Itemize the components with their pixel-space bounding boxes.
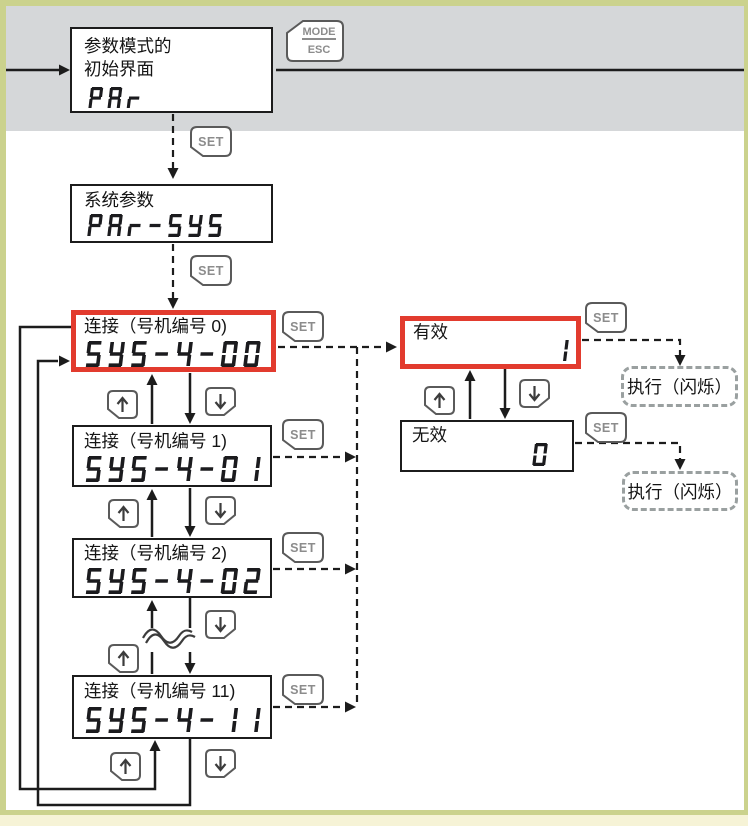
- screen-conn-11-label: 连接（号机编号 11): [84, 681, 236, 701]
- set-key[interactable]: SET: [282, 311, 324, 342]
- seven-segment-display: [551, 338, 578, 369]
- svg-text:SET: SET: [593, 311, 619, 325]
- up-key[interactable]: [110, 752, 141, 781]
- screen-valid-label: 有效: [413, 322, 448, 342]
- seven-segment-display: [83, 340, 270, 374]
- mode-esc-key-shape: [286, 20, 344, 62]
- seven-segment-display: [530, 442, 557, 473]
- set-key[interactable]: SET: [585, 412, 627, 443]
- arrowheads: [59, 64, 686, 751]
- svg-text:SET: SET: [290, 541, 316, 555]
- frame-top: [0, 0, 748, 6]
- seven-segment-display: [83, 567, 270, 601]
- screen-invalid: 无效: [400, 420, 574, 472]
- svg-text:SET: SET: [198, 264, 224, 278]
- screen-exec-valid-label: 执行（闪烁）: [627, 377, 732, 397]
- screen-exec-invalid: 执行（闪烁）: [622, 471, 738, 511]
- frame-right: [744, 0, 748, 815]
- down-key[interactable]: [205, 387, 236, 416]
- screen-conn-11: 连接（号机编号 11): [72, 675, 272, 739]
- screen-invalid-label: 无效: [412, 425, 447, 445]
- wire-set-valid: [582, 338, 682, 357]
- set-key[interactable]: SET: [190, 255, 232, 286]
- screen-valid-selected: 有效: [400, 316, 581, 369]
- screen-initial-label-line2: 初始界面: [84, 59, 154, 79]
- svg-text:SET: SET: [290, 683, 316, 697]
- set-key[interactable]: SET: [282, 674, 324, 705]
- wire-loop-down-inner: [36, 359, 192, 807]
- svg-text:SET: SET: [198, 135, 224, 149]
- up-key[interactable]: [424, 386, 455, 415]
- down-key[interactable]: [519, 379, 550, 408]
- screen-initial-label-line1: 参数模式的: [84, 36, 172, 56]
- up-key[interactable]: [108, 644, 139, 673]
- screen-conn-2: 连接（号机编号 2): [72, 538, 272, 598]
- set-key[interactable]: SET: [190, 126, 232, 157]
- esc-key-label: ESC: [308, 44, 331, 56]
- screen-conn-2-label: 连接（号机编号 2): [84, 543, 227, 563]
- screen-initial: 参数模式的 初始界面: [70, 27, 273, 113]
- screen-conn-1: 连接（号机编号 1): [72, 425, 272, 487]
- screen-conn-1-label: 连接（号机编号 1): [84, 431, 227, 451]
- svg-text:SET: SET: [290, 428, 316, 442]
- seven-segment-display: [83, 455, 270, 489]
- frame-bottom-pale: [0, 815, 748, 826]
- mode-esc-key[interactable]: MODE ESC: [286, 20, 344, 62]
- wire-set-invalid: [575, 441, 682, 461]
- svg-text:SET: SET: [593, 421, 619, 435]
- set-key[interactable]: SET: [585, 302, 627, 333]
- screen-system-label: 系统参数: [84, 190, 154, 210]
- set-key[interactable]: SET: [282, 532, 324, 563]
- down-key[interactable]: [205, 749, 236, 778]
- screen-exec-invalid-label: 执行（闪烁）: [627, 481, 733, 502]
- screen-exec-valid: 执行（闪烁）: [621, 366, 738, 407]
- set-key[interactable]: SET: [282, 419, 324, 450]
- svg-text:SET: SET: [290, 320, 316, 334]
- seven-segment-display: [86, 86, 150, 116]
- down-key[interactable]: [205, 496, 236, 525]
- seven-segment-display: [85, 213, 232, 244]
- up-key[interactable]: [107, 390, 138, 419]
- frame-left: [0, 0, 6, 815]
- mode-key-label: MODE: [303, 26, 336, 38]
- break-wave-icon: [140, 628, 200, 652]
- frame-bottom: [0, 810, 748, 815]
- screen-conn-0-selected: 连接（号机编号 0): [71, 310, 276, 372]
- down-key[interactable]: [205, 610, 236, 639]
- wire-loop-up-outer: [18, 325, 157, 791]
- screen-conn-0-label: 连接（号机编号 0): [84, 316, 227, 336]
- up-key[interactable]: [108, 499, 139, 528]
- seven-segment-display: [83, 706, 270, 740]
- screen-system-param: 系统参数: [70, 184, 273, 243]
